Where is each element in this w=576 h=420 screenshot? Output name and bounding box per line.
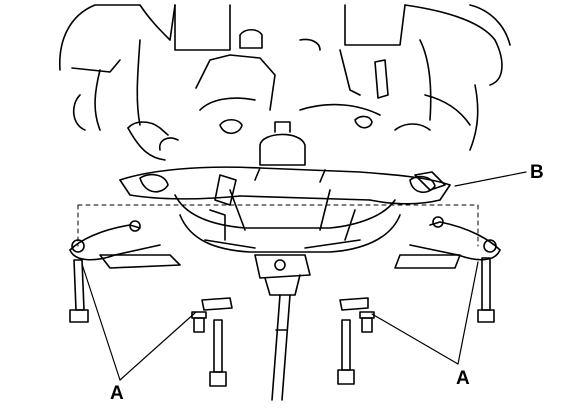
engine-bay-outline — [59, 4, 511, 166]
lower-arm-right — [394, 216, 501, 269]
lower-arm-left — [69, 220, 181, 269]
small-bolt-left — [191, 311, 207, 333]
callout-label-b: B — [530, 162, 544, 183]
bolt-center-right — [337, 319, 355, 385]
bolt-center-left — [209, 319, 227, 387]
callout-label-a-right: A — [456, 368, 470, 389]
bracket-left — [201, 297, 233, 311]
bracket-right — [339, 297, 369, 311]
small-bolt-right — [359, 311, 375, 333]
leader-lines — [81, 171, 527, 381]
steering-shaft — [271, 294, 291, 401]
callout-label-a-left: A — [110, 383, 124, 404]
bolt-left-outer — [69, 259, 89, 323]
subframe — [119, 166, 451, 253]
reference-lines — [77, 204, 479, 247]
bolt-right-outer — [477, 257, 495, 323]
steering-gearbox — [204, 239, 361, 296]
